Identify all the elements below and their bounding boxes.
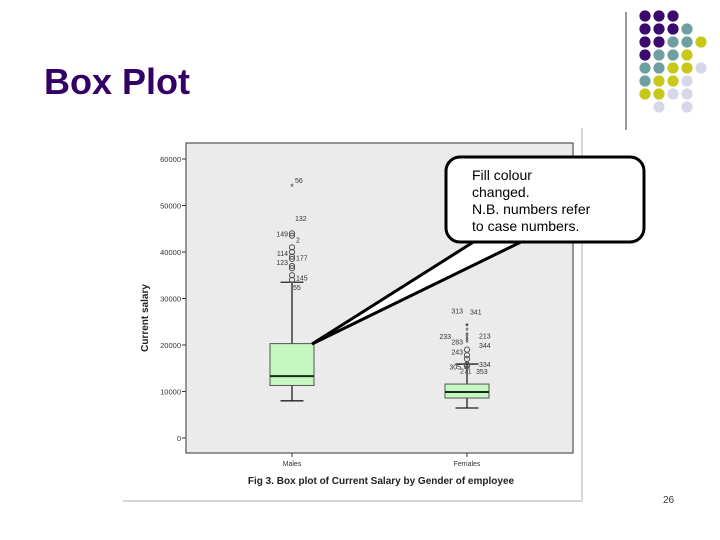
outlier-marker	[463, 346, 471, 353]
y-tick-label: 10000	[160, 388, 181, 397]
x-tick-label: Females	[454, 461, 481, 468]
callout-text: Fill colour changed. N.B. numbers refer …	[472, 167, 637, 235]
case-number-label: 55	[293, 285, 301, 292]
case-number-label: 123	[276, 260, 288, 267]
decorative-dot-grid-icon	[639, 10, 707, 113]
outlier-marker	[288, 248, 296, 256]
outlier-marker	[463, 355, 471, 363]
y-tick-label: 0	[177, 434, 181, 443]
case-number-label: 243	[451, 350, 463, 357]
outlier-marker	[288, 255, 296, 263]
case-number-label: 353	[476, 369, 488, 376]
callout-line: to case numbers.	[472, 218, 580, 234]
extreme-marker: *	[465, 331, 469, 341]
outlier-marker	[288, 265, 296, 272]
outlier-marker	[288, 244, 296, 251]
case-number-label: 233	[439, 334, 451, 341]
outlier-marker	[288, 253, 296, 260]
box-females	[444, 363, 490, 409]
case-number-label: 271	[460, 368, 472, 375]
extreme-marker: *	[465, 326, 469, 336]
outlier-marker	[288, 276, 296, 283]
case-number-label: 341	[470, 309, 482, 316]
y-axis-label: Current salary	[140, 284, 151, 352]
case-number-label: 305	[449, 365, 461, 372]
extreme-marker: *	[465, 333, 469, 343]
page-number: 26	[663, 495, 675, 506]
y-tick-label: 30000	[160, 295, 181, 304]
case-number-label: 114	[277, 251, 288, 258]
extreme-marker: *	[465, 321, 469, 331]
y-tick-label: 50000	[160, 202, 181, 211]
case-number-label: 149	[276, 231, 288, 238]
extreme-marker: *	[290, 182, 294, 192]
slide-title: Box Plot	[44, 61, 191, 102]
extreme-marker: *	[465, 335, 469, 345]
decorative-vertical-rule	[625, 12, 627, 130]
callout-line: N.B. numbers refer	[472, 201, 591, 217]
callout-line: changed.	[472, 184, 530, 200]
box-males	[269, 281, 315, 402]
case-number-label: 145	[296, 275, 308, 282]
outlier-marker	[288, 272, 296, 279]
y-tick-label: 60000	[160, 155, 181, 164]
outlier-marker	[288, 232, 296, 239]
x-tick-label: Males	[283, 461, 302, 468]
case-number-label: 344	[479, 343, 491, 350]
case-number-label: 283	[451, 339, 463, 346]
outlier-marker	[288, 230, 296, 237]
outlier-marker	[288, 262, 296, 270]
callout-box	[444, 155, 646, 244]
outlier-marker	[463, 362, 471, 370]
case-number-label: 132	[295, 216, 307, 223]
y-tick-label: 40000	[160, 248, 181, 257]
case-number-label: 177	[296, 256, 308, 263]
case-number-label: 334	[479, 362, 491, 369]
figure-caption: Fig 3. Box plot of Current Salary by Gen…	[248, 476, 515, 487]
extreme-marker: *	[465, 321, 469, 331]
extreme-marker: *	[465, 338, 469, 348]
case-number-label: 213	[479, 334, 491, 341]
case-number-label: 2	[296, 238, 300, 245]
case-number-label: 313	[451, 308, 463, 315]
y-tick-label: 20000	[160, 341, 181, 350]
callout-line: Fill colour	[472, 167, 532, 183]
case-number-label: 56	[295, 178, 303, 185]
